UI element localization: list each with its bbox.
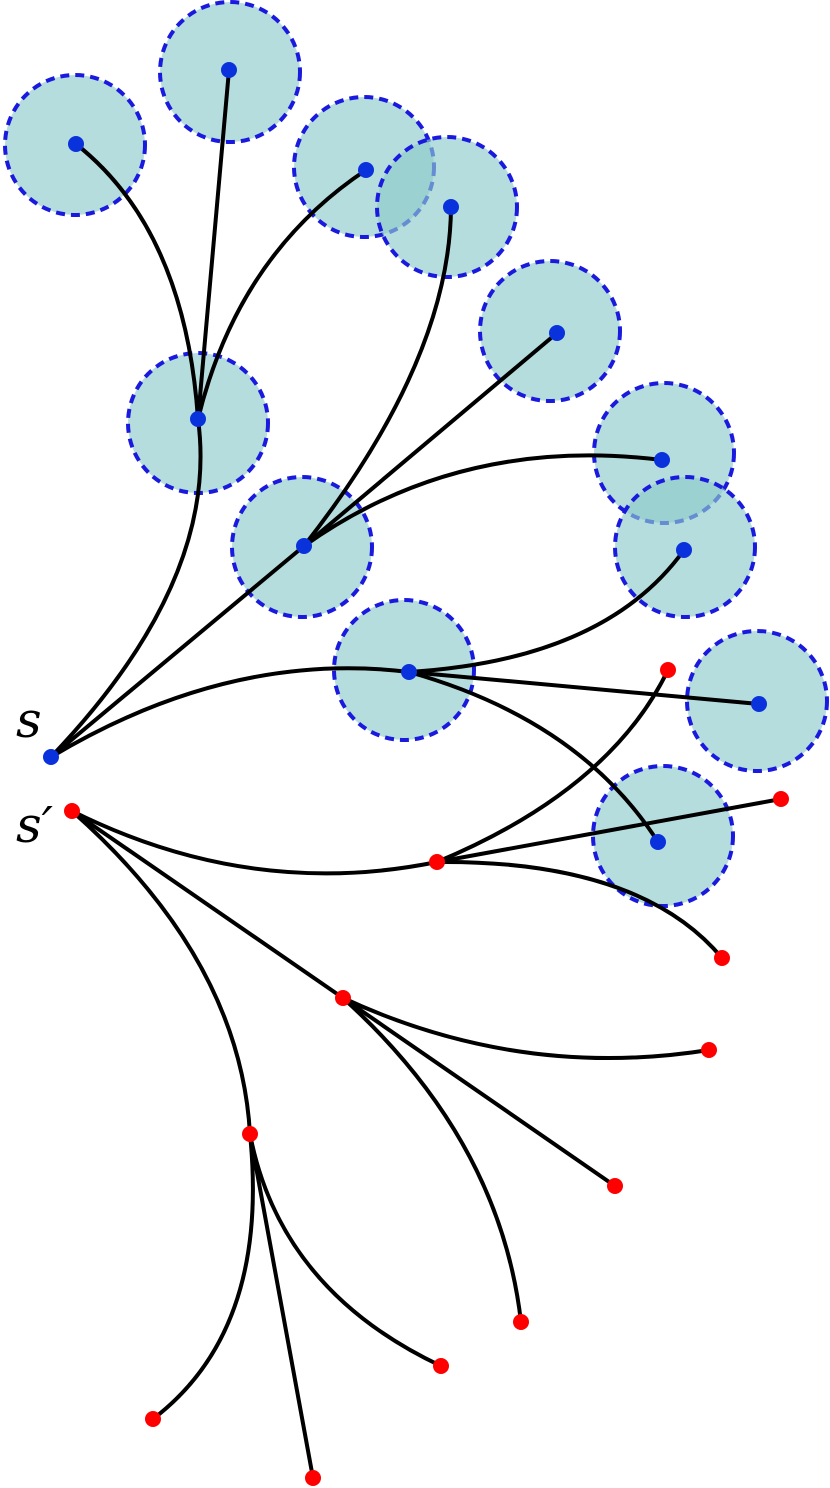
red-node	[773, 791, 789, 807]
red-node	[714, 950, 730, 966]
tree-edge	[302, 205, 453, 548]
blue-node	[443, 199, 459, 215]
blue-node	[358, 162, 374, 178]
tree-edge	[302, 453, 664, 548]
tree-edge	[74, 142, 200, 421]
red-node	[660, 662, 676, 678]
red-node	[607, 1178, 623, 1194]
tree-edge	[196, 168, 368, 421]
blue-node	[654, 452, 670, 468]
blue-node	[401, 664, 417, 680]
red-node	[335, 990, 351, 1006]
red-node	[513, 1314, 529, 1330]
tree-edge	[248, 1132, 443, 1368]
tree-edge	[341, 996, 711, 1060]
tree-edge	[341, 996, 523, 1324]
tree-edge	[70, 809, 345, 1000]
red-node	[701, 1042, 717, 1058]
red-node	[429, 854, 445, 870]
tree-edge	[435, 859, 724, 960]
blue-tree-edges	[49, 68, 761, 844]
tree-edge	[435, 797, 783, 864]
blue-node	[68, 136, 84, 152]
red-node	[242, 1126, 258, 1142]
blue-node	[650, 834, 666, 850]
root-node-s	[43, 749, 59, 765]
red-node	[305, 1470, 321, 1486]
blue-node	[549, 325, 565, 341]
tree-edge	[407, 548, 686, 674]
tree-edge	[49, 666, 411, 759]
red-nodes	[64, 662, 789, 1486]
tree-edge	[302, 331, 559, 548]
tree-edge	[435, 668, 670, 864]
red-node	[433, 1358, 449, 1374]
blue-node	[676, 542, 692, 558]
tree-edge	[407, 670, 761, 706]
blue-nodes	[43, 62, 767, 850]
root-node-s-prime	[64, 803, 80, 819]
tree-edge	[70, 809, 439, 876]
tree-edge	[49, 417, 203, 759]
tree-edge	[341, 996, 617, 1188]
blue-node	[296, 538, 312, 554]
tree-edge	[49, 544, 306, 759]
tree-edge	[248, 1132, 315, 1480]
tree-edge	[407, 670, 660, 844]
tree-edge	[151, 1132, 255, 1421]
label-s-prime: s′	[16, 796, 54, 854]
tree-edge	[196, 68, 231, 421]
red-tree-edges	[70, 668, 783, 1480]
blue-node	[221, 62, 237, 78]
blue-node	[751, 696, 767, 712]
tree-edge	[70, 809, 252, 1136]
label-s: s	[16, 691, 42, 749]
blue-node	[190, 411, 206, 427]
red-node	[145, 1411, 161, 1427]
